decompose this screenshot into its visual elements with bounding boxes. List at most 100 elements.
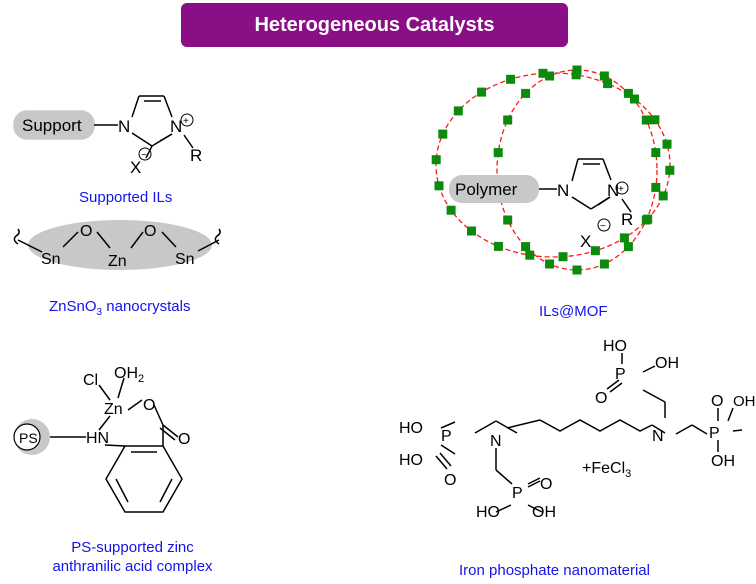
ho-left-bottom: HO	[399, 452, 423, 469]
mof-node	[521, 88, 531, 98]
mof-node	[665, 165, 675, 175]
o-left-atom: O	[80, 223, 92, 240]
ho-top: HO	[603, 338, 627, 355]
mof-node	[571, 70, 581, 80]
mof-node	[506, 74, 516, 84]
p-bottom: P	[512, 485, 523, 502]
mof-node	[599, 71, 609, 81]
carboxylate-o: O	[143, 397, 155, 414]
mof-node	[538, 68, 548, 78]
mof-node	[623, 88, 633, 98]
o-top: O	[595, 390, 607, 407]
mof-node	[658, 191, 668, 201]
mof-node	[651, 148, 661, 158]
zn-atom: Zn	[108, 253, 127, 270]
mof-node	[603, 79, 613, 89]
mof-node	[434, 181, 444, 191]
mof-node	[641, 115, 651, 125]
mof-node	[623, 242, 633, 252]
sn-right-atom: Sn	[175, 251, 195, 268]
minus-sign: −	[141, 150, 147, 161]
p-right: P	[709, 425, 720, 442]
mof-node	[599, 259, 609, 269]
polymer-label: Polymer	[455, 180, 518, 199]
fecl3-reagent: +FeCl3	[582, 460, 631, 480]
mof-n3-atom: N	[607, 181, 619, 200]
ps-zinc-structure: PS HN Zn Cl OH2 O O	[13, 365, 190, 513]
mof-node	[438, 129, 448, 139]
oh-right-top: OH	[733, 393, 756, 410]
caption-iron-phosphate: Iron phosphate nanomaterial	[459, 562, 650, 579]
caption-supported-ils: Supported ILs	[79, 189, 173, 206]
x-anion: X	[130, 158, 141, 177]
caption-ils-mof: ILs@MOF	[539, 303, 608, 320]
p-top: P	[615, 366, 626, 383]
n-right: N	[652, 428, 664, 445]
mof-node	[503, 215, 513, 225]
o-right: O	[711, 393, 723, 410]
mof-node	[619, 233, 629, 243]
nanocrystal-ellipse	[28, 220, 212, 270]
mof-node	[453, 106, 463, 116]
mof-node	[431, 155, 441, 165]
title-text: Heterogeneous Catalysts	[254, 13, 495, 36]
znsno3-structure: Sn O Zn O Sn	[13, 220, 221, 270]
oh-bottom: OH	[532, 504, 556, 521]
o-right-atom: O	[144, 223, 156, 240]
mof-node	[521, 242, 531, 252]
ho-bottom: HO	[476, 504, 500, 521]
mof-node	[651, 182, 661, 192]
iron-phosphate-structure: HO P HO O N P O HO OH +FeCl3 N P O HO OH…	[399, 338, 756, 521]
mof-node	[650, 115, 660, 125]
mof-n1-atom: N	[557, 181, 569, 200]
mof-node	[493, 148, 503, 158]
mof-plus-sign: +	[618, 184, 624, 195]
mof-node-set	[431, 65, 675, 275]
plus-sign: +	[183, 116, 189, 127]
sn-left-atom: Sn	[41, 251, 61, 268]
mof-node	[630, 94, 639, 104]
mof-minus-sign: −	[600, 221, 606, 232]
hn-group: HN	[86, 430, 109, 447]
mof-node	[467, 226, 476, 236]
mof-node	[477, 87, 487, 97]
mof-node	[493, 241, 503, 251]
n-left: N	[490, 433, 502, 450]
oh-right-bottom: OH	[711, 453, 735, 470]
carbonyl-o: O	[178, 431, 190, 448]
mof-r-group: R	[621, 210, 633, 229]
mof-node	[572, 265, 582, 275]
ils-mof-structure: Polymer N N + − R X	[431, 65, 675, 275]
mof-node	[545, 259, 555, 269]
polymer-pill	[449, 175, 539, 203]
supported-ils-labels: Support N N + − R X	[22, 116, 202, 177]
mof-node	[558, 252, 568, 262]
n3-atom: N	[170, 117, 182, 136]
ho-left-top: HO	[399, 420, 423, 437]
caption-ps-zinc-line2: anthranilic acid complex	[52, 558, 213, 575]
n1-atom: N	[118, 117, 130, 136]
aqua-ligand: OH2	[114, 365, 144, 385]
caption-ps-zinc-line1: PS-supported zinc	[71, 539, 194, 556]
mof-node	[662, 139, 672, 149]
caption-znsno3: ZnSnO3 nanocrystals	[49, 298, 191, 318]
caption-ps-zinc: PS-supported zinc anthranilic acid compl…	[40, 538, 225, 576]
mof-node	[503, 115, 513, 125]
title-banner: Heterogeneous Catalysts	[181, 3, 568, 47]
o-left: O	[444, 472, 456, 489]
mof-x-anion: X	[580, 232, 591, 251]
r-group: R	[190, 146, 202, 165]
mof-node	[525, 250, 535, 260]
o-bottom: O	[540, 476, 552, 493]
cl-ligand: Cl	[83, 372, 98, 389]
ps-label: PS	[19, 430, 38, 446]
mof-node	[572, 65, 582, 75]
ps-circle	[13, 423, 41, 451]
p-left: P	[441, 428, 452, 445]
mof-node	[590, 246, 600, 256]
zn-center: Zn	[104, 401, 123, 418]
supported-ils-structure	[13, 95, 194, 161]
oh-top: OH	[655, 355, 679, 372]
